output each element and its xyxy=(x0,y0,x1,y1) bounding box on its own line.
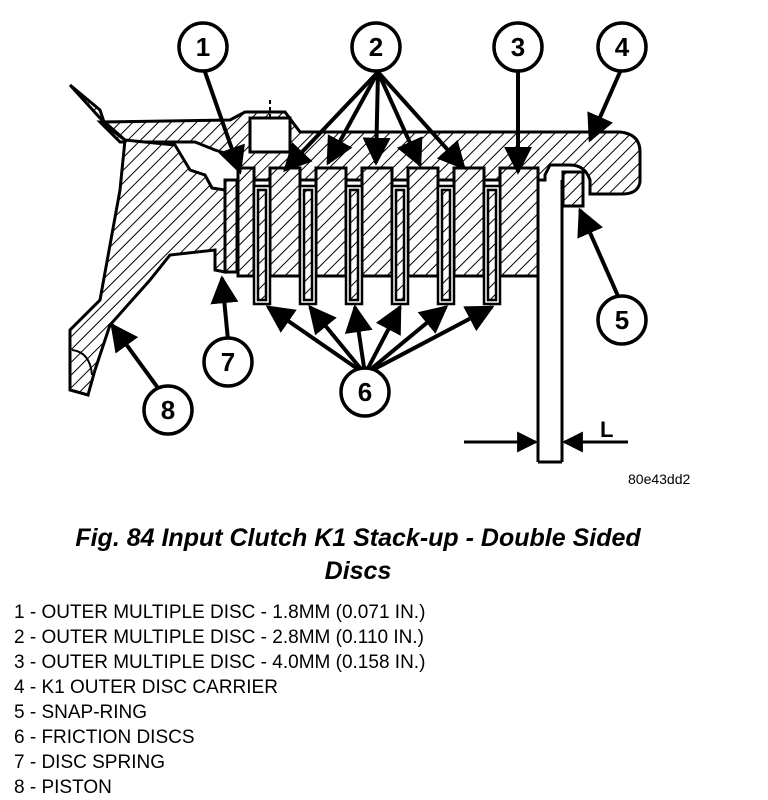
friction-discs xyxy=(252,184,502,306)
callout-8: 8 xyxy=(142,384,194,436)
dimension-label: L xyxy=(600,417,613,442)
legend-item: 3 - OUTER MULTIPLE DISC - 4.0MM (0.158 I… xyxy=(14,652,426,673)
svg-text:5: 5 xyxy=(615,305,629,335)
callout-7: 7 xyxy=(202,336,254,388)
image-code: 80e43dd2 xyxy=(628,471,691,487)
figure-caption: Fig. 84 Input Clutch K1 Stack-up - Doubl… xyxy=(0,522,716,588)
legend-item: 8 - PISTON xyxy=(14,777,112,798)
piston xyxy=(68,83,227,397)
svg-text:3: 3 xyxy=(511,32,525,62)
legend-item: 6 - FRICTION DISCS xyxy=(14,727,195,748)
svg-text:2: 2 xyxy=(369,32,383,62)
svg-text:1: 1 xyxy=(196,32,210,62)
legend-item: 1 - OUTER MULTIPLE DISC - 1.8MM (0.071 I… xyxy=(14,602,426,623)
callout-4: 4 xyxy=(596,21,648,73)
snap-ring xyxy=(561,170,585,208)
caption-line-1: Fig. 84 Input Clutch K1 Stack-up - Doubl… xyxy=(75,524,641,552)
svg-text:8: 8 xyxy=(161,395,175,425)
legend-item: 2 - OUTER MULTIPLE DISC - 2.8MM (0.110 I… xyxy=(14,627,424,648)
callout-6: 6 xyxy=(339,366,391,418)
legend-item: 5 - SNAP-RING xyxy=(14,702,148,723)
gap-dimension xyxy=(464,180,628,464)
callout-2: 2 xyxy=(350,21,402,73)
svg-text:7: 7 xyxy=(221,347,235,377)
callout-5: 5 xyxy=(596,294,648,346)
callout-3: 3 xyxy=(492,21,544,73)
legend-item: 7 - DISC SPRING xyxy=(14,752,165,773)
svg-text:4: 4 xyxy=(615,32,630,62)
leader-lines xyxy=(110,70,622,390)
clutch-stackup-diagram: L 1 2 3 4 5 6 xyxy=(68,21,691,487)
legend-item: 4 - K1 OUTER DISC CARRIER xyxy=(14,677,278,698)
caption-line-2: Discs xyxy=(324,557,392,585)
svg-text:6: 6 xyxy=(358,377,372,407)
disc-spring xyxy=(223,178,239,274)
callout-1: 1 xyxy=(177,21,229,73)
legend-list: 1 - OUTER MULTIPLE DISC - 1.8MM (0.071 I… xyxy=(14,600,425,800)
